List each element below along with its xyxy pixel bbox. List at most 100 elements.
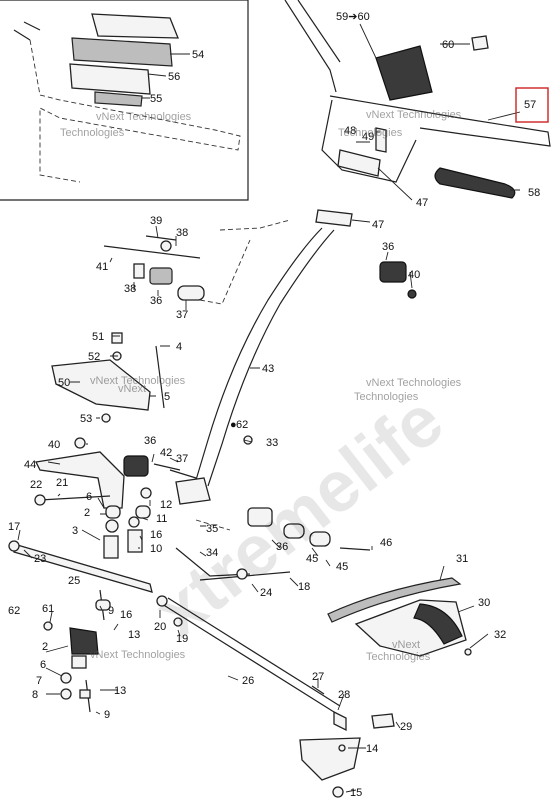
watermark-vnext-7: vNext (118, 383, 146, 395)
part-36-bushing-mid (123, 455, 149, 477)
callout-20: 20 (154, 621, 166, 633)
part-16-washer (128, 516, 140, 528)
callout-11: 11 (156, 513, 167, 525)
watermark-vnext-5: vNext Technologies (90, 375, 186, 387)
callout-23: 23 (34, 553, 46, 565)
part-4-bolt (155, 345, 165, 409)
callout-37: 37 (176, 309, 188, 321)
callout-38-top: 38 (176, 227, 188, 239)
part-28-ball-joint (333, 710, 347, 732)
callout-44: 44 (24, 459, 36, 471)
part-59-mirror-cap (375, 45, 433, 101)
callout-5: 5 (164, 391, 170, 403)
watermark-vnext-2: vNext Technologies (366, 109, 462, 121)
callout-32: 32 (494, 629, 506, 641)
oil-drop-icon: ● (230, 419, 237, 431)
callout-13-lower: 13 (114, 685, 126, 697)
callout-43: 43 (262, 363, 274, 375)
part-45-spacer-b (309, 531, 331, 547)
callout-31: 31 (456, 553, 468, 565)
part-3-sleeve (103, 535, 119, 559)
part-37-link (169, 469, 197, 479)
part-61-fitting (43, 621, 53, 631)
callout-7: 7 (36, 675, 42, 687)
callout-36-right: 36 (382, 241, 394, 253)
part-55-strap (94, 91, 143, 107)
part-36-bushing-left (149, 267, 173, 285)
callout-3: 3 (72, 525, 78, 537)
part-23-nut (8, 540, 20, 552)
callout-6-upper: 6 (86, 491, 92, 503)
callout-24: 24 (260, 587, 272, 599)
part-6-bushing (105, 505, 121, 519)
callout-46: 46 (380, 537, 392, 549)
callout-leaders (17, 23, 521, 793)
callout-40-mid: 40 (48, 439, 60, 451)
part-41-bolt (103, 245, 201, 259)
callout-47-upper: 47 (416, 197, 428, 209)
callout-47-lower: 47 (372, 219, 384, 231)
callout-35: 35 (206, 523, 218, 535)
callout-48: 48 (344, 125, 356, 137)
callout-29: 29 (400, 721, 412, 733)
part-56-pad (69, 63, 151, 95)
part-29-cap (371, 713, 395, 729)
part-48-bolt (375, 127, 387, 153)
part-16-bushing-low (95, 599, 111, 611)
callout-40: 40 (408, 269, 420, 281)
callout-22: 22 (30, 479, 42, 491)
part-47-lower-clamp (315, 209, 353, 227)
part-30-boot (413, 603, 463, 645)
part-40-nut (407, 289, 417, 299)
callout-26: 26 (242, 675, 254, 687)
part-8-nut (60, 688, 72, 700)
part-43-column-left (195, 227, 323, 481)
part-19-nut (173, 617, 183, 627)
part-50-bracket (51, 359, 151, 411)
callout-21: 21 (56, 477, 68, 489)
column-lower-bracket (175, 477, 211, 505)
callout-57-highlight (515, 87, 549, 123)
part-37-spacer (177, 285, 205, 301)
callout-17: 17 (8, 521, 20, 533)
callout-10: 10 (150, 543, 162, 555)
callout-9-lower: 9 (104, 709, 110, 721)
callout-36-left: 36 (150, 295, 162, 307)
callout-62-low: 62 (8, 605, 20, 617)
part-20-end (156, 595, 168, 607)
callout-36-mid: 36 (144, 435, 156, 447)
callout-12: 12 (160, 499, 172, 511)
part-40-nut-mid (74, 437, 86, 449)
callout-19: 19 (176, 633, 188, 645)
callout-4: 4 (176, 341, 182, 353)
callout-37-mid: 37 (176, 453, 188, 465)
watermark-vnext-9: vNext Technologies (90, 649, 186, 661)
callout-38: 38 (124, 283, 136, 295)
part-14-nut (338, 744, 346, 752)
callout-15: 15 (350, 787, 362, 799)
callout-49: 49 (362, 131, 374, 143)
inset-frame (0, 0, 249, 201)
part-11-bushing (135, 505, 151, 519)
callout-60: 60 (442, 39, 454, 51)
callout-59-60: 59➔60 (336, 11, 370, 23)
callout-28: 28 (338, 689, 350, 701)
watermark-vnext-10: vNext (392, 639, 420, 651)
callout-8: 8 (32, 689, 38, 701)
part-21-bolt (39, 495, 111, 501)
part-47-clamp (337, 149, 381, 177)
callout-54: 54 (192, 49, 204, 61)
part-31-cover (327, 577, 462, 623)
callout-50: 50 (58, 377, 70, 389)
part-54-cover (91, 13, 179, 39)
part-42-pin (153, 463, 181, 471)
callout-2-lower: 2 (42, 641, 48, 653)
callout-51: 51 (92, 331, 104, 343)
callout-16-upper: 16 (150, 529, 162, 541)
callout-56: 56 (168, 71, 180, 83)
callout-2-upper: 2 (84, 507, 90, 519)
part-22-washer (34, 494, 46, 506)
callout-61: 61 (42, 603, 54, 615)
part-45-spacer-a (283, 523, 305, 539)
